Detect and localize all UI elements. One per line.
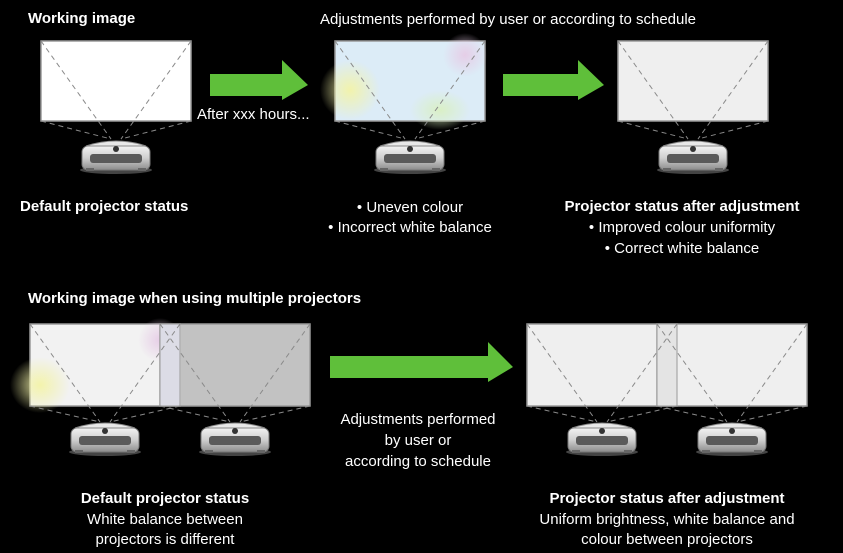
bottom-right-caption: Projector status after adjustment	[549, 490, 785, 507]
bottom-heading: Working image when using multiple projec…	[28, 290, 362, 307]
top-middle-bullet: • Incorrect white balance	[328, 219, 492, 236]
bottom-left-sub: projectors is different	[95, 531, 235, 548]
top-heading: Working image	[28, 10, 136, 27]
top-arrow-label: After xxx hours...	[197, 106, 310, 123]
top-right-caption: Projector status after adjustment	[564, 198, 800, 215]
top-screen-default	[40, 40, 192, 140]
top-left-caption: Default projector status	[20, 198, 189, 215]
bottom-arrow-label: Adjustments performed	[340, 411, 496, 428]
top-banner: Adjustments performed by user or accordi…	[320, 11, 697, 28]
projector-icon	[656, 140, 730, 175]
bottom-arrow-label: according to schedule	[345, 453, 491, 470]
bottom-screens-adjusted	[526, 323, 808, 423]
bottom-left-caption: Default projector status	[80, 490, 250, 507]
bottom-right-sub: colour between projectors	[581, 531, 753, 548]
bottom-screens-default	[10, 318, 311, 423]
right-arrow-icon	[503, 60, 604, 100]
bottom-right-sub: Uniform brightness, white balance and	[539, 511, 795, 528]
top-middle-bullet: • Uneven colour	[356, 199, 464, 216]
right-arrow-icon	[210, 60, 308, 100]
top-right-bullet: • Correct white balance	[604, 240, 760, 257]
projector-icon	[565, 422, 639, 457]
projector-icon	[373, 140, 447, 175]
bottom-left-sub: White balance between	[87, 511, 243, 528]
top-right-bullet: • Improved colour uniformity	[588, 219, 776, 236]
projector-icon	[68, 422, 142, 457]
projector-icon	[79, 140, 153, 175]
bottom-arrow-label: by user or	[384, 432, 452, 449]
top-screen-uneven	[320, 33, 487, 140]
top-screen-adjusted	[617, 40, 769, 140]
right-arrow-icon	[330, 342, 513, 382]
projector-icon	[695, 422, 769, 457]
projector-icon	[198, 422, 272, 457]
